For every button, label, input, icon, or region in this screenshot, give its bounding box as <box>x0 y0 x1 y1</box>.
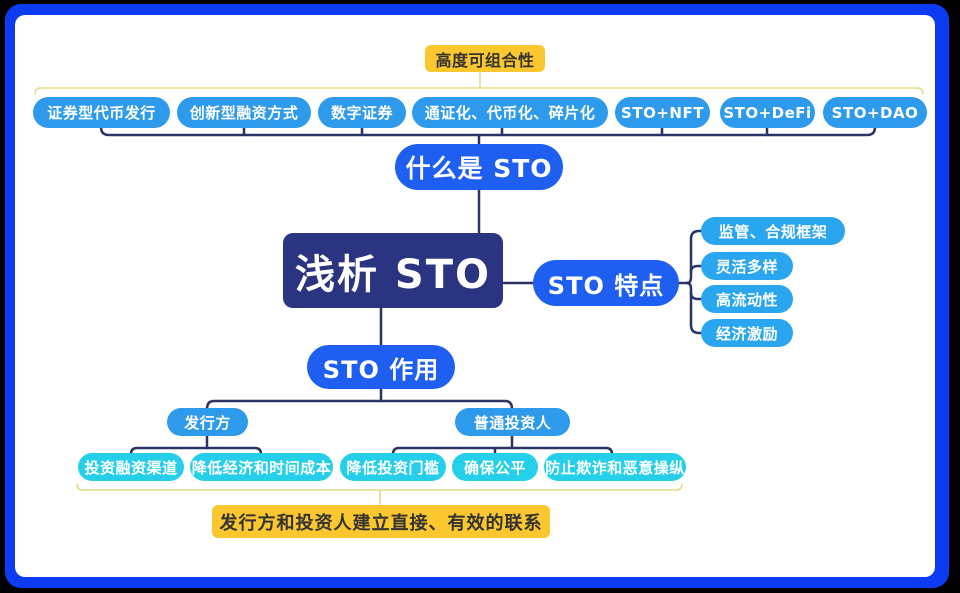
main-title: 浅析 STO <box>283 233 503 308</box>
node-feature-liquidity: 高流动性 <box>701 285 793 313</box>
node-digital-securities: 数字证券 <box>318 97 406 128</box>
node-feature-regulation: 监管、合规框架 <box>701 217 845 245</box>
node-sto-defi: STO+DeFi <box>720 97 815 128</box>
node-investor: 普通投资人 <box>455 408 570 436</box>
node-anti-fraud: 防止欺诈和恶意操纵 <box>544 453 686 481</box>
node-lower-threshold: 降低投资门槛 <box>340 453 446 481</box>
node-innovative-financing: 创新型融资方式 <box>177 97 311 128</box>
node-sto-nft: STO+NFT <box>615 97 710 128</box>
node-what-is-sto: 什么是 STO <box>395 144 563 190</box>
node-security-token-issuance: 证券型代币发行 <box>33 97 170 128</box>
node-fairness: 确保公平 <box>452 453 538 481</box>
node-sto-dao: STO+DAO <box>823 97 927 128</box>
connection-note: 发行方和投资人建立直接、有效的联系 <box>212 505 550 538</box>
composability-note: 高度可组合性 <box>425 45 545 72</box>
node-sto-functions-hub: STO 作用 <box>307 345 455 389</box>
node-feature-incentive: 经济激励 <box>701 319 793 347</box>
node-reduce-cost: 降低经济和时间成本 <box>190 453 333 481</box>
node-sto-features-hub: STO 特点 <box>533 260 679 306</box>
node-tokenization-fragmentation: 通证化、代币化、碎片化 <box>412 97 608 128</box>
node-issuer: 发行方 <box>167 408 248 436</box>
node-financing-channel: 投资融资渠道 <box>78 453 184 481</box>
node-feature-flexible: 灵活多样 <box>701 252 793 280</box>
